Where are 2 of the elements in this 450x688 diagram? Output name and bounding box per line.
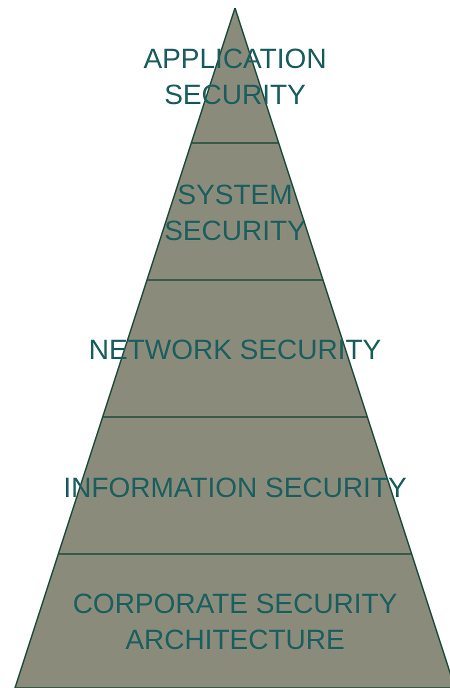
layer-label: CORPORATE SECURITY ARCHITECTURE <box>72 587 398 657</box>
layer-label: SYSTEM SECURITY <box>163 178 307 248</box>
